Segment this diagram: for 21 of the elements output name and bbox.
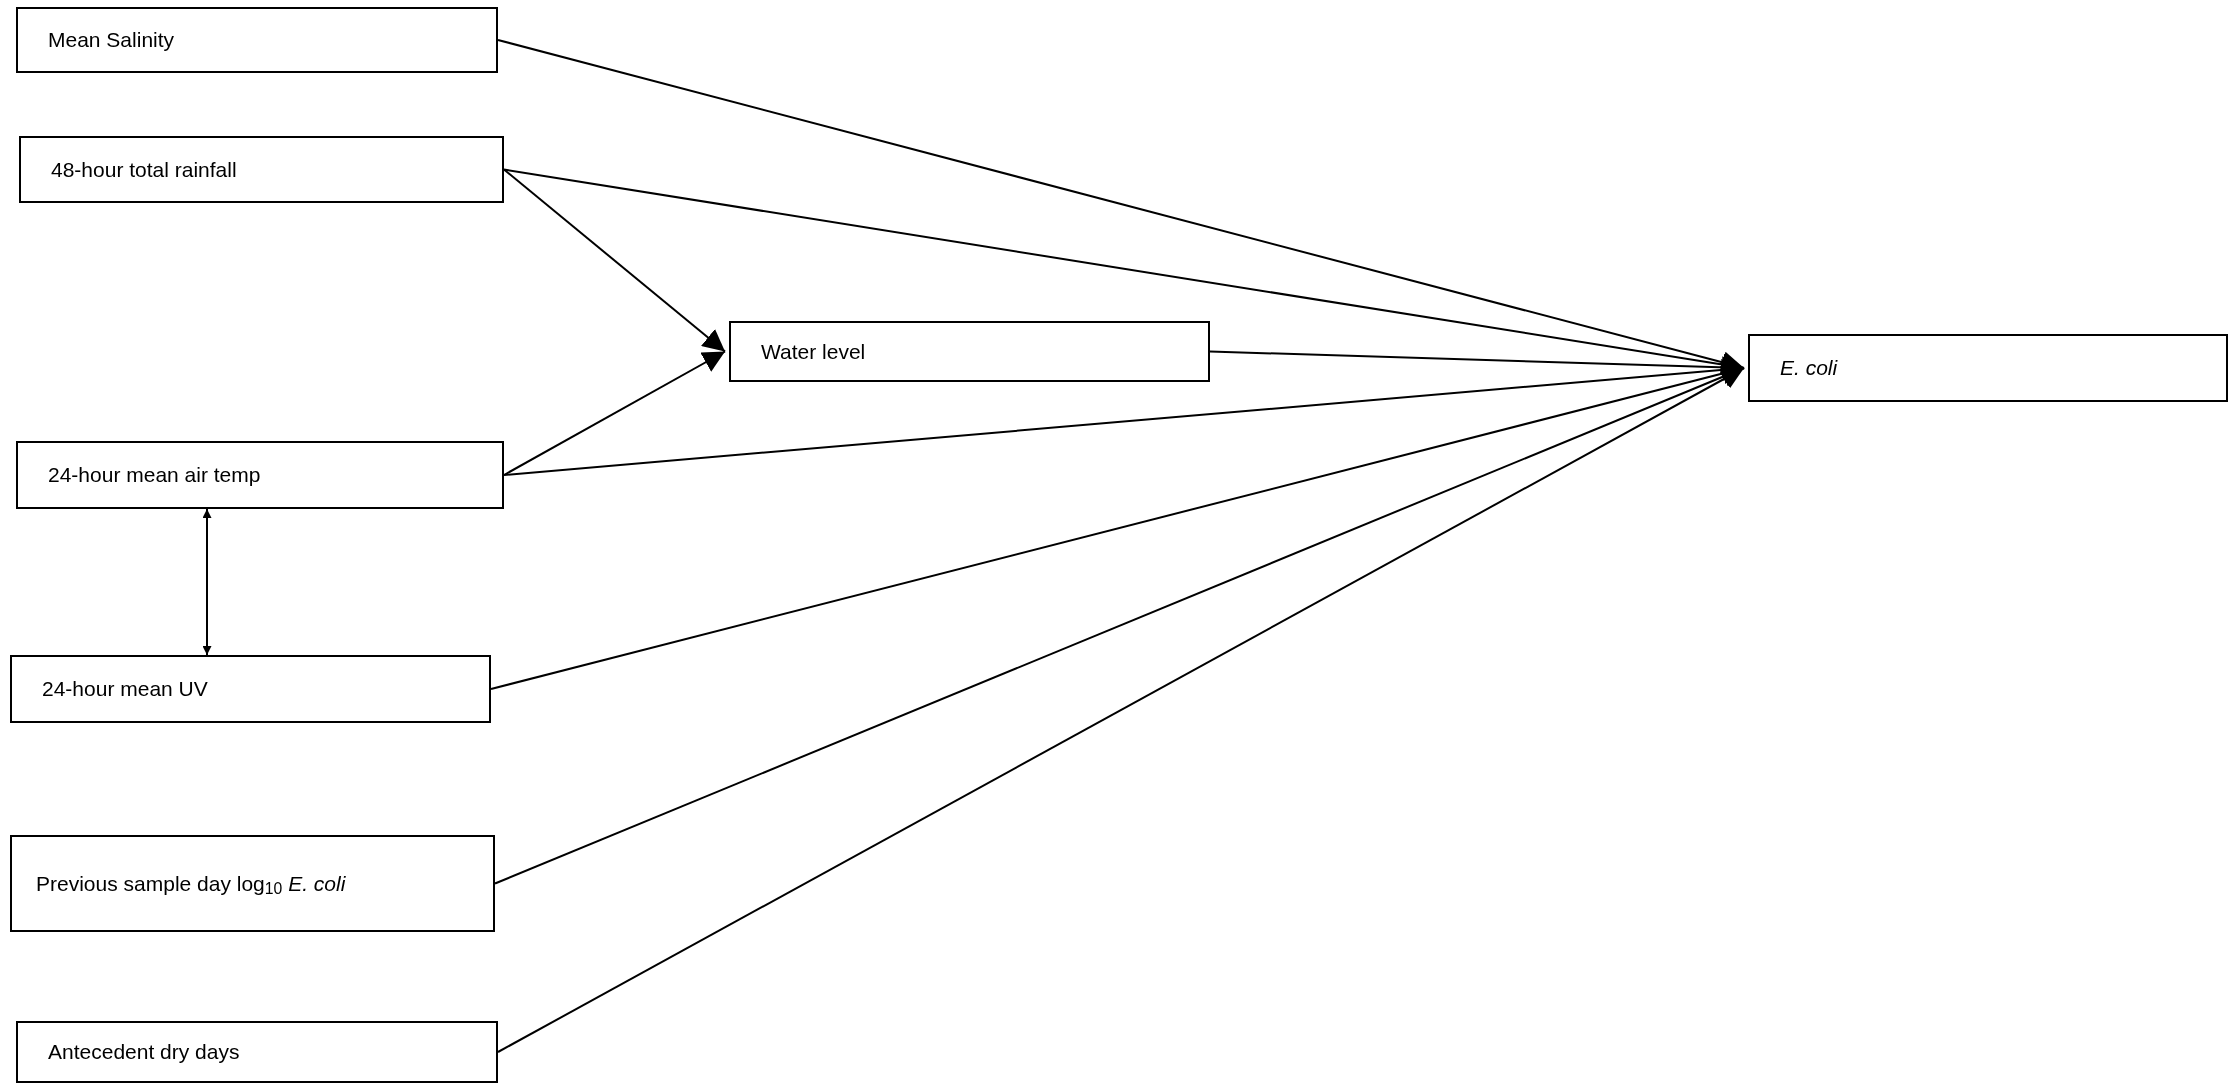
arrow xyxy=(503,168,726,353)
arrow xyxy=(490,362,1745,690)
variable-box xyxy=(10,835,495,932)
variable-label: 48-hour total rainfall xyxy=(51,156,237,183)
variable-box xyxy=(10,655,491,723)
variable-label: Water level xyxy=(761,338,866,365)
variable-box xyxy=(729,321,1210,382)
variable-box xyxy=(1748,334,2228,402)
arrow xyxy=(497,367,1745,1053)
variable-box xyxy=(16,441,504,509)
variable-box xyxy=(16,7,498,73)
variable-box xyxy=(16,1021,498,1083)
arrow xyxy=(503,350,726,476)
variable-label: Previous sample day log$_{10}$ E. coli xyxy=(36,870,346,899)
variable-label: Antecedent dry days xyxy=(48,1039,240,1065)
variable-label: Mean Salinity xyxy=(48,27,175,53)
arrow xyxy=(202,508,212,656)
variable-box xyxy=(19,136,504,203)
variable-label: 24-hour mean UV xyxy=(42,676,208,702)
variable-label: E. coli xyxy=(1780,355,1838,381)
variable-label: 24-hour mean air temp xyxy=(48,462,261,488)
